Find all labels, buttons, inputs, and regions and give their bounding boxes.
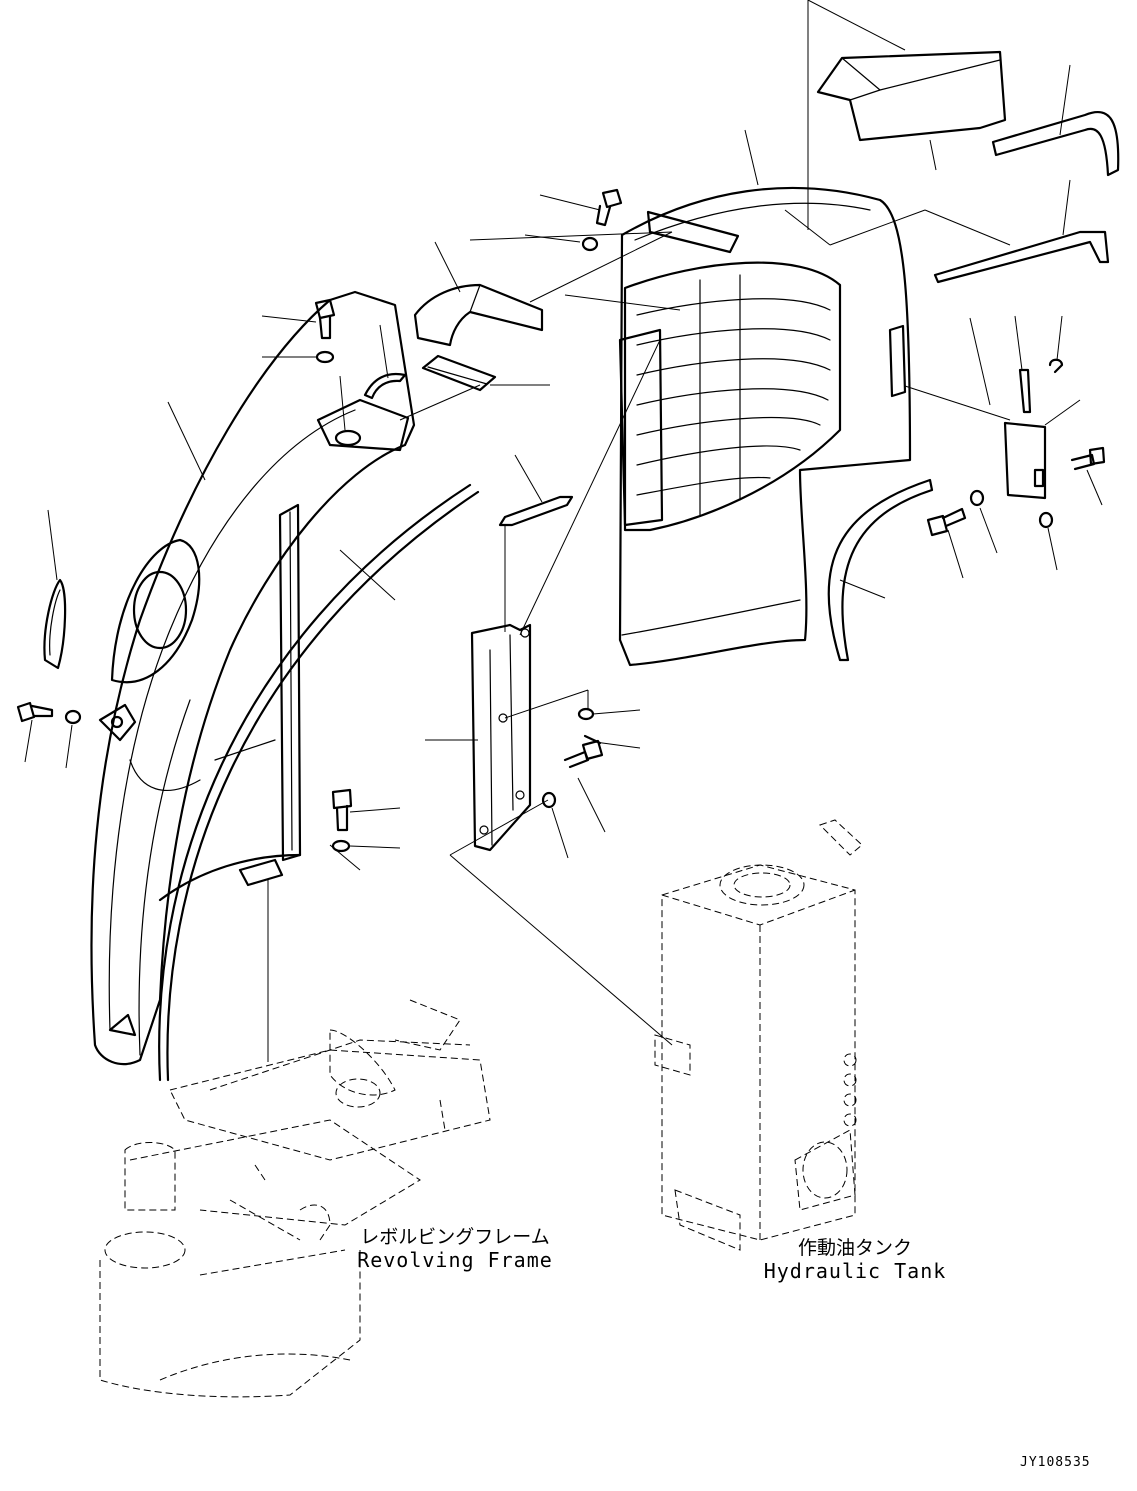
hydraulic-tank-label-ja: 作動油タンク (797, 1237, 912, 1259)
revolving-frame-label-en: Revolving Frame (357, 1248, 553, 1272)
hydraulic-tank (654, 819, 863, 1251)
bolt (16, 701, 54, 723)
trim-strip (991, 110, 1120, 177)
washer (541, 791, 557, 809)
bolt (563, 739, 604, 769)
bolt (595, 188, 623, 227)
revolving-frame (99, 999, 491, 1398)
clip (363, 372, 407, 400)
washer (331, 839, 351, 853)
leader-lines (24, 0, 1103, 1062)
bolt (331, 788, 353, 832)
hydraulic-tank-label-en: Hydraulic Tank (763, 1259, 947, 1283)
washer (64, 709, 82, 725)
top-cover-cap (816, 50, 1007, 142)
oval-seal (43, 578, 67, 670)
clip (1018, 368, 1032, 414)
bolt (314, 298, 336, 340)
foam-block (413, 283, 544, 347)
mounting-bracket (470, 623, 532, 852)
weather-strip-arc (827, 478, 934, 662)
plate-bracket (1003, 421, 1047, 500)
engine-side-door (618, 186, 912, 667)
support-rod (498, 495, 574, 527)
clip (1048, 358, 1064, 374)
drawing-id: JY108535 (1020, 1455, 1091, 1470)
washer (315, 350, 335, 364)
rod (933, 230, 1110, 284)
revolving-frame-label-ja: レボルビングフレーム (360, 1226, 550, 1248)
washer (969, 489, 985, 507)
bolt (1070, 446, 1106, 471)
slot-hole (1033, 468, 1045, 488)
left-side-cover (90, 290, 416, 1066)
seal-strip (421, 354, 497, 392)
washer (581, 236, 599, 252)
bolt (926, 507, 967, 537)
washer (1038, 511, 1054, 529)
rubber-strip-long (158, 483, 480, 1082)
washer (577, 707, 595, 721)
